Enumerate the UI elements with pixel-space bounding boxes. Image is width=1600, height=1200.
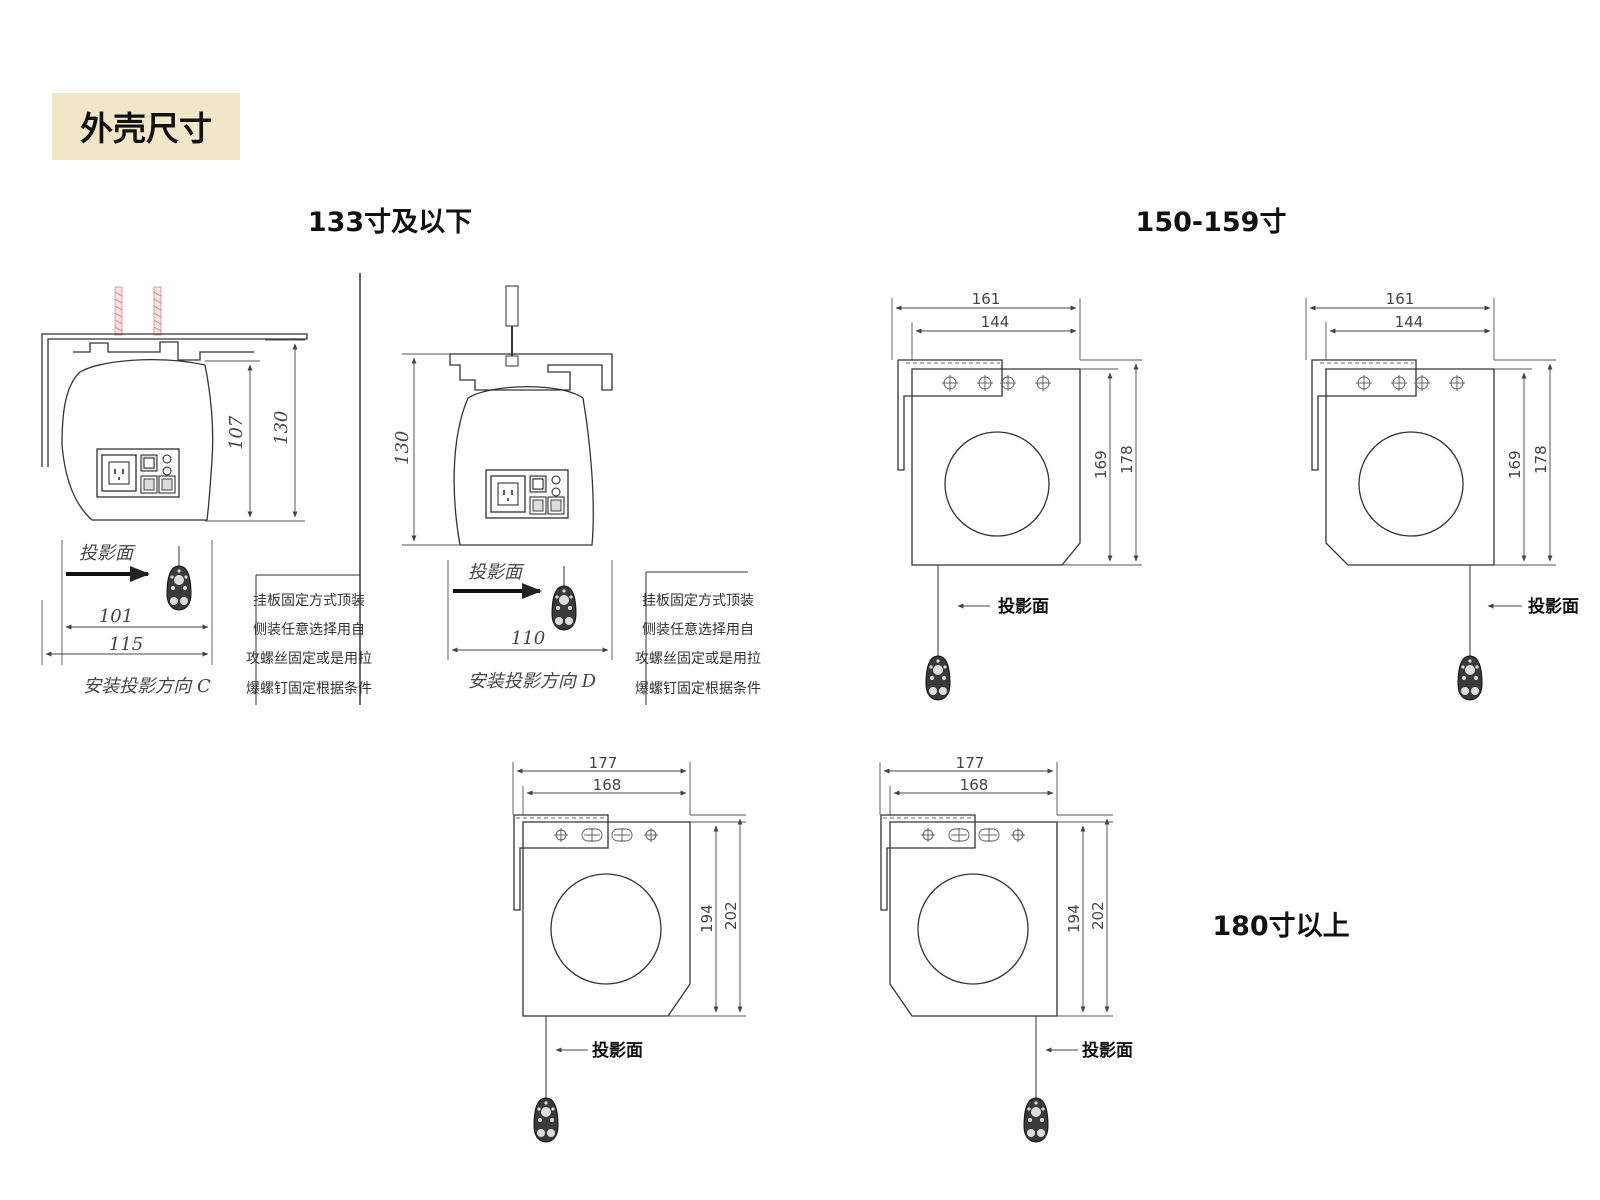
- dim-label: 161: [1386, 290, 1415, 308]
- note-line: 挂板固定方式顶装: [642, 593, 754, 609]
- note-line: 爆螺钉固定根据条件: [635, 680, 761, 697]
- mid-diagram-1: 161 144 169 178 投影面: [891, 290, 1142, 701]
- remote-control-icon: [1023, 1077, 1049, 1143]
- dim-label: 107: [226, 415, 247, 450]
- diagram-d: 130 110 投影面 安装投影方向 D: [392, 285, 613, 692]
- dim-label: 168: [593, 776, 622, 794]
- projection-label: 投影面: [1528, 596, 1579, 617]
- screw-icon: [114, 286, 162, 336]
- remote-control-icon: [925, 635, 951, 701]
- note-line: 爆螺钉固定根据条件: [246, 680, 372, 697]
- dim-label: 169: [1506, 450, 1524, 479]
- projection-label: 投影面: [79, 543, 136, 564]
- dim-label: 177: [589, 754, 618, 772]
- dim-label: 144: [1395, 313, 1424, 331]
- dim-label: 144: [981, 313, 1010, 331]
- projection-label: 投影面: [1082, 1040, 1133, 1061]
- dim-label: 168: [960, 776, 989, 794]
- dim-label: 178: [1118, 445, 1136, 474]
- section-title-133: 133寸及以下: [308, 207, 472, 238]
- projection-label: 投影面: [592, 1040, 643, 1061]
- dim-label: 194: [698, 904, 716, 933]
- large-diagram-1: 177 168 194 202 投影面: [512, 754, 746, 1143]
- dim-label: 130: [392, 431, 413, 465]
- remote-control-icon: [1457, 635, 1483, 701]
- dim-label: 178: [1532, 445, 1550, 474]
- note-line: 攻螺丝固定或是用拉: [246, 651, 372, 667]
- note-line: 侧装任意选择用自: [642, 621, 754, 638]
- dim-label: 177: [956, 754, 985, 772]
- remote-control-icon: [166, 545, 192, 611]
- dim-label: 202: [722, 901, 740, 930]
- dim-label: 101: [99, 606, 133, 627]
- note-line: 攻螺丝固定或是用拉: [635, 651, 761, 667]
- dim-label: 115: [109, 634, 143, 655]
- dim-label: 169: [1092, 450, 1110, 479]
- title-badge: [52, 93, 240, 160]
- mid-diagram-2: 161 144 169 178 投影面: [1305, 290, 1579, 701]
- caption-c: 安装投影方向 C: [83, 676, 211, 697]
- note-line: 侧装任意选择用自: [253, 621, 365, 638]
- caption-d: 安装投影方向 D: [468, 671, 597, 692]
- dim-label: 130: [271, 411, 292, 445]
- projection-label: 投影面: [998, 596, 1049, 617]
- page-title: 外壳尺寸: [80, 109, 212, 148]
- dim-label: 202: [1089, 901, 1107, 930]
- dim-label: 161: [972, 290, 1001, 308]
- install-note-1: 挂板固定方式顶装 侧装任意选择用自 攻螺丝固定或是用拉 爆螺钉固定根据条件: [246, 574, 372, 705]
- large-diagram-2: 177 168 194 202 投影面: [879, 754, 1133, 1143]
- note-line: 挂板固定方式顶装: [253, 593, 365, 609]
- install-note-2: 挂板固定方式顶装 侧装任意选择用自 攻螺丝固定或是用拉 爆螺钉固定根据条件: [635, 571, 761, 705]
- dim-label: 194: [1065, 904, 1083, 933]
- diagram-c: 107 130 101 115 投影面 安装投影方向 C: [41, 286, 308, 697]
- remote-control-icon: [551, 565, 577, 631]
- remote-control-icon: [533, 1077, 559, 1143]
- dim-label: 110: [511, 628, 545, 649]
- projection-label: 投影面: [468, 562, 525, 583]
- section-title-150: 150-159寸: [1136, 207, 1287, 238]
- section-title-180: 180寸以上: [1212, 911, 1349, 942]
